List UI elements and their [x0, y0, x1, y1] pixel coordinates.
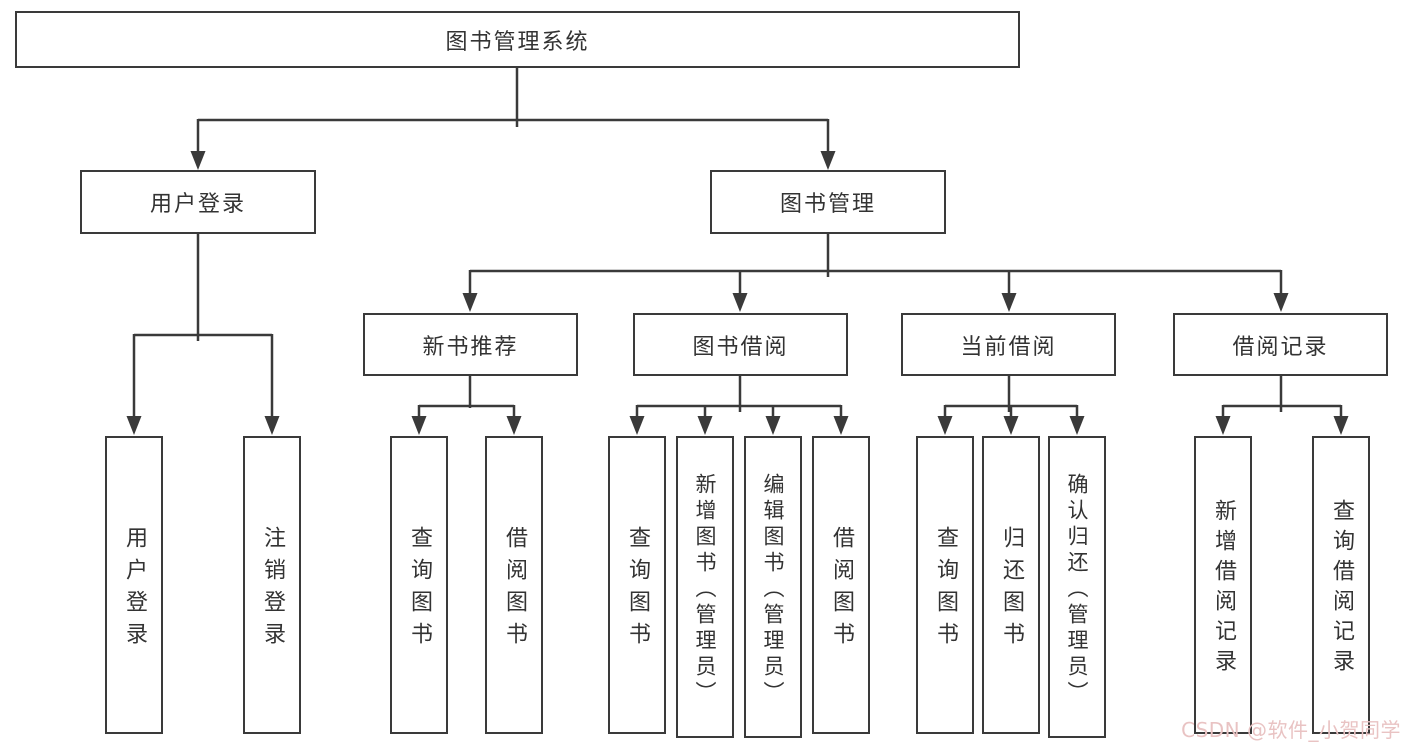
node-book-borrowing-label: 图书借阅 [692, 334, 789, 360]
leaf-return-books: 归还图书 [982, 436, 1040, 734]
leaf-recommend-borrow-books-label: 借阅图书 [502, 526, 527, 654]
leaf-logout-label: 注销登录 [260, 526, 285, 654]
leaf-borrowing-query-books: 查询图书 [608, 436, 666, 734]
leaf-current-query-books-label: 查询图书 [933, 526, 958, 654]
node-book-borrowing: 图书借阅 [633, 313, 848, 376]
leaf-edit-books-admin: 编辑图书（管理员） [744, 436, 802, 738]
node-new-book-recommendation: 新书推荐 [363, 313, 578, 376]
leaf-confirm-return-admin: 确认归还（管理员） [1048, 436, 1106, 738]
leaf-recommend-query-books: 查询图书 [390, 436, 448, 734]
node-user-login: 用户登录 [80, 170, 316, 234]
leaf-add-borrow-record-label: 新增借阅记录 [1211, 499, 1236, 679]
leaf-user-login: 用户登录 [105, 436, 163, 734]
node-system-root-label: 图书管理系统 [445, 29, 590, 55]
leaf-logout: 注销登录 [243, 436, 301, 734]
leaf-return-books-label: 归还图书 [999, 526, 1024, 654]
leaf-confirm-return-admin-label: 确认归还（管理员） [1065, 472, 1089, 707]
node-book-management-label: 图书管理 [779, 192, 876, 217]
leaf-query-borrow-record-label: 查询借阅记录 [1329, 499, 1354, 679]
leaf-borrowing-query-books-label: 查询图书 [625, 526, 650, 654]
node-system-root: 图书管理系统 [15, 11, 1020, 68]
leaf-add-books-admin-label: 新增图书（管理员） [693, 472, 717, 707]
leaf-query-borrow-record: 查询借阅记录 [1312, 436, 1370, 734]
node-current-borrowing: 当前借阅 [901, 313, 1116, 376]
leaf-add-borrow-record: 新增借阅记录 [1194, 436, 1252, 734]
node-borrowing-records-label: 借阅记录 [1232, 334, 1329, 360]
leaf-add-books-admin: 新增图书（管理员） [676, 436, 734, 738]
leaf-recommend-borrow-books: 借阅图书 [485, 436, 543, 734]
node-current-borrowing-label: 当前借阅 [960, 334, 1057, 360]
node-new-book-recommendation-label: 新书推荐 [422, 334, 519, 360]
leaf-borrowing-borrow-books-label: 借阅图书 [829, 526, 854, 654]
leaf-user-login-label: 用户登录 [122, 526, 147, 654]
watermark: CSDN @软件_小贺同学 [1181, 718, 1401, 742]
leaf-edit-books-admin-label: 编辑图书（管理员） [761, 472, 785, 707]
node-book-management: 图书管理 [710, 170, 946, 234]
arrowheads [126, 151, 1349, 435]
node-user-login-label: 用户登录 [149, 192, 246, 217]
leaf-borrowing-borrow-books: 借阅图书 [812, 436, 870, 734]
leaf-recommend-query-books-label: 查询图书 [407, 526, 432, 654]
node-borrowing-records: 借阅记录 [1173, 313, 1388, 376]
leaf-current-query-books: 查询图书 [916, 436, 974, 734]
